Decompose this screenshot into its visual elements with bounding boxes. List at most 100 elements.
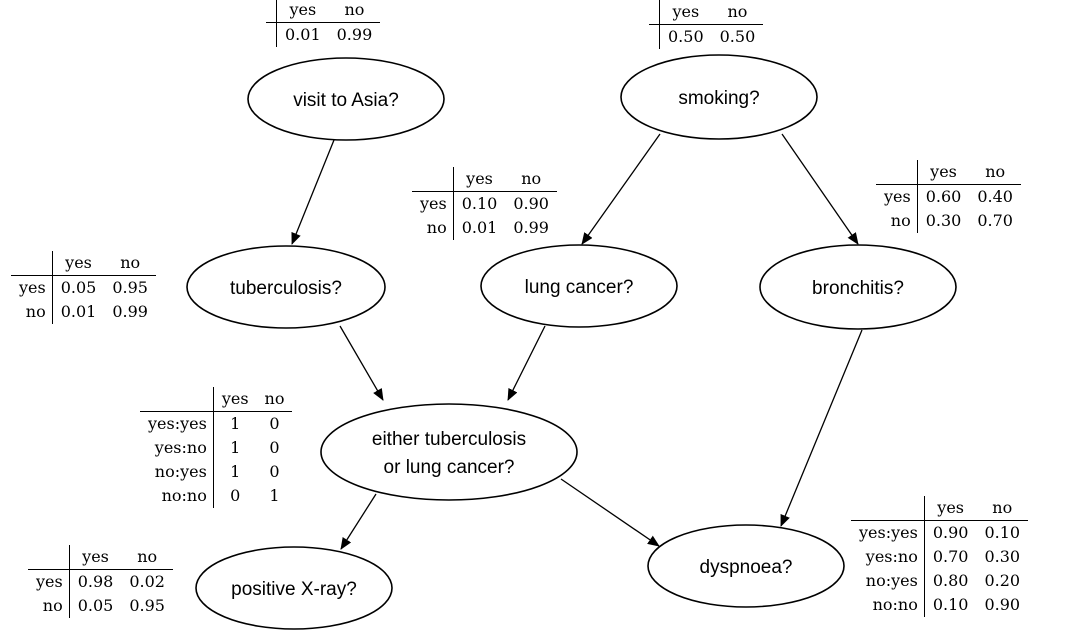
cpt-col-header: yes — [659, 0, 712, 25]
cpt-smoking: yes no 0.50 0.50 — [649, 0, 764, 49]
cpt-row-label: no — [11, 300, 53, 324]
node-either-tuberculosis-or-lung-cancer: either tuberculosis or lung cancer? — [320, 403, 578, 501]
cpt-row-label: no:yes — [140, 460, 214, 484]
cpt-col-header: yes — [69, 545, 122, 570]
cpt-row-label: no:no — [851, 593, 925, 617]
cpt-row-label: yes:no — [851, 545, 925, 569]
cpt-row-label: no — [412, 216, 454, 240]
cpt-cell: 0.02 — [129, 572, 165, 591]
cpt-cell: 0 — [230, 486, 241, 505]
edge-smoking-to-lung-cancer — [581, 133, 661, 245]
cpt-cell: 0 — [269, 414, 280, 433]
cpt-cell: 0.20 — [984, 571, 1021, 590]
cpt-row-label: yes:yes — [851, 520, 925, 545]
cpt-cell: 0 — [269, 462, 280, 481]
node-visit-to-asia: visit to Asia? — [247, 57, 445, 141]
cpt-cell: 0.60 — [925, 187, 962, 206]
node-dyspnoea: dyspnoea? — [647, 524, 845, 608]
cpt-visit-to-asia: yes no 0.01 0.99 — [266, 0, 381, 47]
cpt-cell: 0.90 — [984, 595, 1021, 614]
cpt-cell: 0 — [269, 438, 280, 457]
cpt-col-header: no — [104, 251, 156, 276]
cpt-cell: 1 — [230, 462, 241, 481]
cpt-cell: 0.30 — [925, 211, 962, 230]
edge-tuberculosis-to-either — [339, 325, 384, 401]
cpt-cell: 0.40 — [977, 187, 1013, 206]
cpt-cell: 0.10 — [461, 194, 498, 213]
cpt-cell: 0.01 — [60, 302, 97, 321]
cpt-col-header: no — [256, 387, 293, 412]
cpt-col-header: yes — [917, 160, 970, 185]
node-smoking: smoking? — [620, 54, 818, 140]
cpt-cell: 1 — [230, 414, 241, 433]
cpt-col-header: yes — [924, 496, 977, 521]
cpt-col-header: no — [711, 0, 764, 25]
cpt-row-label: no:no — [140, 484, 214, 508]
cpt-cell: 0.70 — [932, 547, 969, 566]
cpt-col-header: yes — [453, 167, 506, 192]
cpt-lung-cancer: yes no yes 0.10 0.90 no 0.01 0.99 — [412, 167, 557, 240]
node-positive-xray: positive X-ray? — [195, 546, 393, 630]
cpt-cell: 0.98 — [77, 572, 114, 591]
edge-lung-cancer-to-either — [507, 325, 546, 401]
cpt-row-label: no — [876, 209, 918, 233]
cpt-either: yes no yes:yes 1 0 yes:no 1 0 no:yes 1 0… — [140, 387, 293, 508]
node-label-visit-to-asia: visit to Asia? — [293, 90, 399, 111]
cpt-col-header: no — [121, 545, 173, 570]
cpt-col-header: yes — [276, 0, 329, 23]
cpt-row-label: yes — [28, 569, 70, 594]
cpt-cell: 0.01 — [285, 25, 321, 44]
node-tuberculosis: tuberculosis? — [186, 245, 386, 329]
node-label-bronchitis: bronchitis? — [812, 278, 904, 299]
node-label-positive-xray: positive X-ray? — [231, 579, 357, 600]
cpt-cell: 0.99 — [112, 302, 148, 321]
cpt-cell: 0.99 — [513, 218, 549, 237]
cpt-cell: 0.90 — [932, 523, 969, 542]
node-label-lung-cancer: lung cancer? — [525, 277, 634, 298]
cpt-cell: 1 — [269, 486, 280, 505]
cpt-row-label: no:yes — [851, 569, 925, 593]
node-label-smoking: smoking? — [678, 88, 759, 109]
cpt-cell: 0.95 — [129, 596, 165, 615]
edge-smoking-to-bronchitis — [781, 133, 859, 245]
cpt-col-header: no — [505, 167, 557, 192]
cpt-dyspnoea: yes no yes:yes 0.90 0.10 yes:no 0.70 0.3… — [851, 496, 1029, 617]
cpt-cell: 0.80 — [932, 571, 969, 590]
cpt-cell: 0.05 — [77, 596, 114, 615]
cpt-col-header: no — [969, 160, 1021, 185]
edge-either-to-xray — [340, 493, 377, 550]
cpt-row-label: yes:no — [140, 436, 214, 460]
cpt-row-label: no — [28, 594, 70, 618]
cpt-bronchitis: yes no yes 0.60 0.40 no 0.30 0.70 — [876, 160, 1021, 233]
cpt-cell: 0.50 — [719, 27, 756, 46]
cpt-positive-xray: yes no yes 0.98 0.02 no 0.05 0.95 — [28, 545, 173, 618]
cpt-cell: 1 — [230, 438, 241, 457]
cpt-cell: 0.05 — [60, 278, 97, 297]
node-label-tuberculosis: tuberculosis? — [230, 278, 342, 299]
cpt-row-label: yes — [412, 191, 454, 216]
cpt-col-header: no — [328, 0, 381, 23]
cpt-cell: 0.90 — [513, 194, 549, 213]
node-lung-cancer: lung cancer? — [480, 244, 678, 328]
cpt-row-label: yes — [876, 184, 918, 209]
node-bronchitis: bronchitis? — [759, 244, 957, 330]
edge-bronchitis-to-dyspnoea — [780, 329, 863, 527]
cpt-row-label: yes — [11, 275, 53, 300]
cpt-cell: 0.70 — [977, 211, 1013, 230]
node-label-either-line1: either tuberculosis — [372, 429, 526, 450]
cpt-col-header: no — [976, 496, 1029, 521]
cpt-cell: 0.10 — [984, 523, 1021, 542]
cpt-cell: 0.50 — [668, 27, 704, 46]
cpt-cell: 0.99 — [336, 25, 373, 44]
edge-asia-to-tuberculosis — [291, 139, 335, 245]
node-label-dyspnoea: dyspnoea? — [700, 557, 793, 578]
edge-either-to-dyspnoea — [560, 478, 660, 547]
node-label-either-line2: or lung cancer? — [384, 457, 515, 478]
cpt-col-header: yes — [213, 387, 257, 412]
cpt-col-header: yes — [52, 251, 105, 276]
cpt-tuberculosis: yes no yes 0.05 0.95 no 0.01 0.99 — [11, 251, 156, 324]
cpt-cell: 0.01 — [461, 218, 498, 237]
cpt-cell: 0.10 — [932, 595, 969, 614]
cpt-row-label: yes:yes — [140, 411, 214, 436]
